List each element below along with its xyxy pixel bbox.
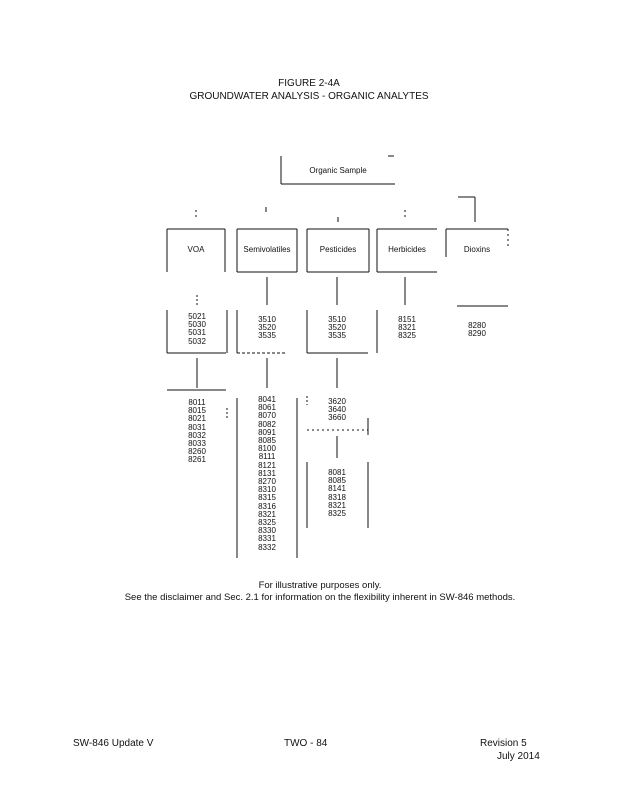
method-code: 8261	[188, 455, 206, 465]
method-code: 3660	[328, 413, 346, 423]
disclaimer-note: See the disclaimer and Sec. 2.1 for info…	[124, 592, 516, 603]
method-code: 3640	[328, 405, 346, 415]
method-code: 8082	[258, 419, 276, 429]
footer-date: July 2014	[497, 751, 540, 762]
method-code: 8151	[398, 315, 416, 324]
method-code: 8325	[398, 331, 416, 341]
method-code: 8325	[258, 518, 276, 528]
method-code: 3620	[328, 397, 346, 406]
method-code: 8081	[328, 468, 346, 477]
method-code: 8085	[258, 436, 276, 446]
method-code: 5030	[188, 320, 206, 330]
method-code: 8321	[328, 500, 346, 510]
footer-revision: Revision 5	[480, 738, 527, 749]
method-code: 3535	[328, 331, 346, 341]
figure-title: GROUNDWATER ANALYSIS - ORGANIC ANALYTES	[189, 91, 429, 102]
method-code: 5031	[188, 328, 206, 338]
method-code: 8321	[398, 323, 416, 333]
illustrative-note: For illustrative purposes only.	[258, 580, 382, 591]
method-code: 5021	[188, 312, 206, 321]
method-code: 8015	[188, 406, 206, 416]
method-code: 8021	[188, 414, 206, 424]
category-voa: VOA	[187, 245, 205, 254]
method-code: 8316	[258, 501, 276, 511]
footer-update: SW-846 Update V	[73, 738, 154, 749]
method-code: 8331	[258, 534, 276, 544]
method-code: 8070	[258, 411, 276, 421]
method-code: 3510	[328, 315, 346, 324]
method-code: 8332	[258, 542, 276, 552]
method-code: 8091	[258, 427, 276, 437]
category-dioxins: Dioxins	[463, 245, 491, 254]
method-code: 3520	[258, 323, 276, 333]
method-code: 8033	[188, 439, 206, 449]
method-code: 3520	[328, 323, 346, 333]
method-code: 8011	[188, 398, 206, 407]
method-code: 3535	[258, 331, 276, 341]
method-code: 8318	[328, 492, 346, 502]
method-code: 8260	[188, 447, 206, 457]
category-herbicides: Herbicides	[388, 245, 426, 254]
method-code: 8290	[468, 329, 486, 339]
method-code: 8330	[258, 526, 276, 536]
footer-page-number: TWO - 84	[284, 738, 328, 749]
method-code: 8041	[258, 395, 276, 404]
root-organic-sample: Organic Sample	[309, 166, 367, 175]
method-code: 8280	[468, 321, 486, 330]
method-code: 8315	[258, 493, 276, 503]
method-code: 8061	[258, 403, 276, 413]
method-code: 8031	[188, 422, 206, 432]
method-code: 8131	[258, 468, 276, 478]
method-code: 8085	[328, 476, 346, 486]
method-code: 8100	[258, 444, 276, 454]
method-code: 8111	[258, 452, 276, 462]
method-code: 8325	[328, 509, 346, 519]
method-code: 3510	[258, 315, 276, 324]
method-code: 8310	[258, 485, 276, 495]
method-code: 8321	[258, 509, 276, 519]
method-code: 8121	[258, 460, 276, 470]
method-code: 8032	[188, 430, 206, 440]
method-code: 8270	[258, 477, 276, 487]
category-semivolatiles: Semivolatiles	[243, 245, 291, 254]
method-code: 5032	[188, 336, 206, 346]
category-pesticides: Pesticides	[319, 245, 357, 254]
figure-number: FIGURE 2-4A	[278, 78, 340, 89]
method-code: 8141	[328, 484, 346, 494]
